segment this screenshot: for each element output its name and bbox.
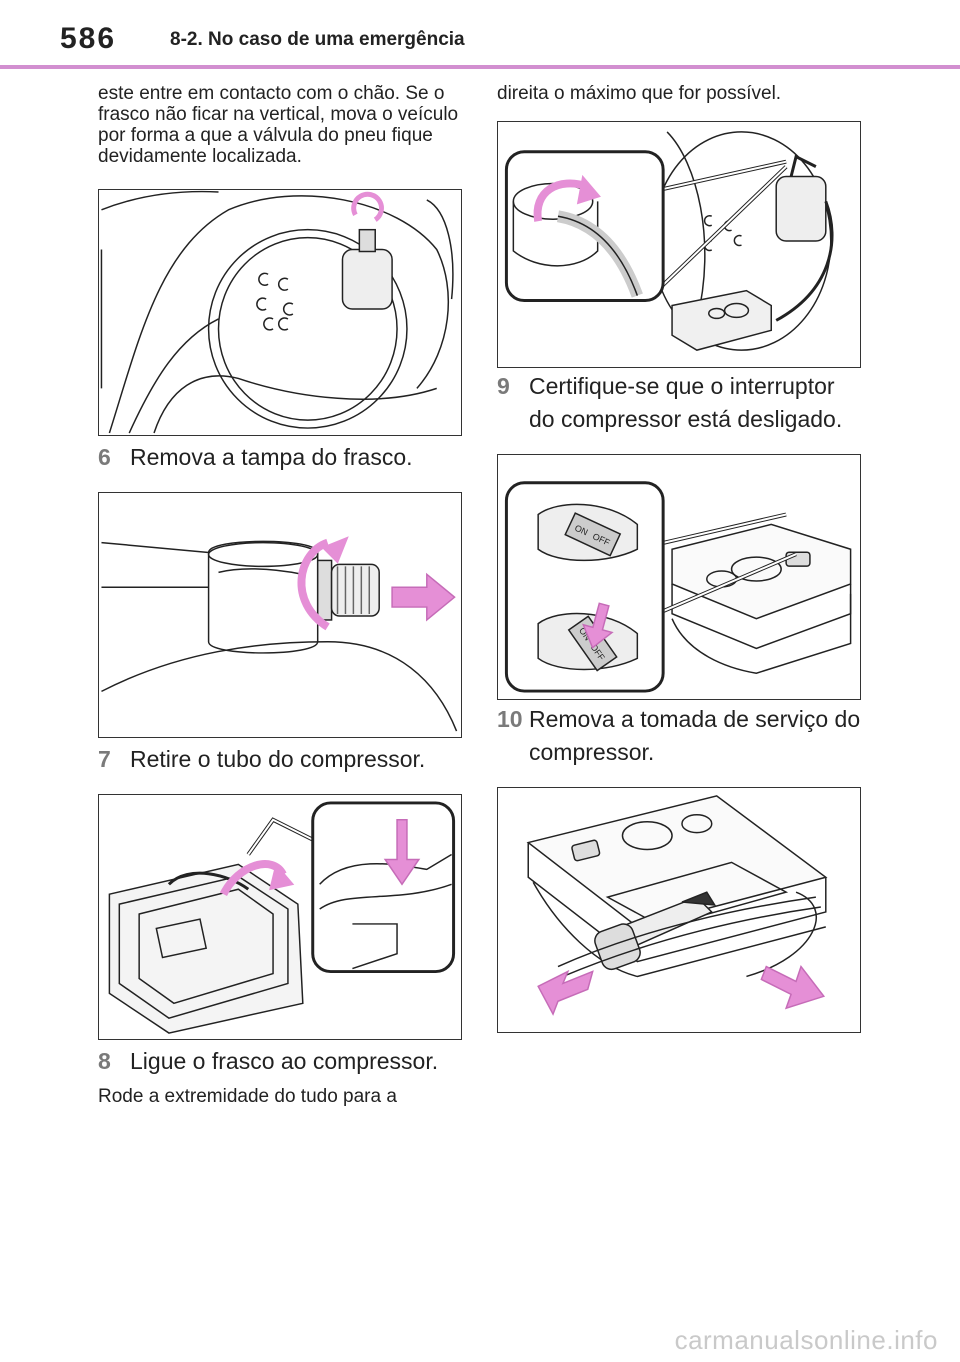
step-8: 8 Ligue o frasco ao compressor.: [98, 1045, 438, 1078]
header-divider: [0, 65, 960, 69]
step-number: 9: [497, 373, 510, 399]
section-title: 8-2. No caso de uma emergência: [170, 29, 465, 50]
step-7: 7 Retire o tubo do compressor.: [98, 743, 425, 776]
step-number: 7: [98, 746, 111, 772]
figure-remove-hose: [98, 794, 462, 1040]
step-text: Remova a tampa do frasco.: [130, 444, 413, 470]
footer-paragraph: Rode a extremidade do tudo para a: [98, 1086, 397, 1107]
right-intro-paragraph: direita o máximo que for possível.: [497, 83, 782, 104]
page-number: 586: [60, 22, 117, 55]
figure-switch-off: ON OFF ON OFF: [497, 454, 861, 700]
step-text-line1: Certifique-se que o interruptor: [529, 373, 835, 399]
step-text: Retire o tubo do compressor.: [130, 746, 426, 772]
step-text-line1: Remova a tomada de serviço do: [529, 706, 861, 732]
intro-paragraph: este entre em contacto com o chão. Se o …: [98, 83, 459, 167]
step-9: 9 Certifique-se que o interruptor do comp…: [497, 370, 877, 436]
step-number: 10: [497, 706, 523, 732]
figure-remove-cap: [98, 492, 462, 738]
figure-bottle-on-tire: [98, 189, 462, 436]
step-6: 6 Remova a tampa do frasco.: [98, 441, 413, 474]
figure-connect-valve: [497, 121, 861, 368]
figure-remove-plug: [497, 787, 861, 1033]
watermark: carmanualsonline.info: [674, 1325, 938, 1355]
step-text-line2: do compressor está desligado.: [529, 406, 843, 432]
step-text-line2: compressor.: [529, 739, 655, 765]
step-number: 6: [98, 444, 111, 470]
step-number: 8: [98, 1048, 111, 1074]
step-text: Ligue o frasco ao compressor.: [130, 1048, 439, 1074]
